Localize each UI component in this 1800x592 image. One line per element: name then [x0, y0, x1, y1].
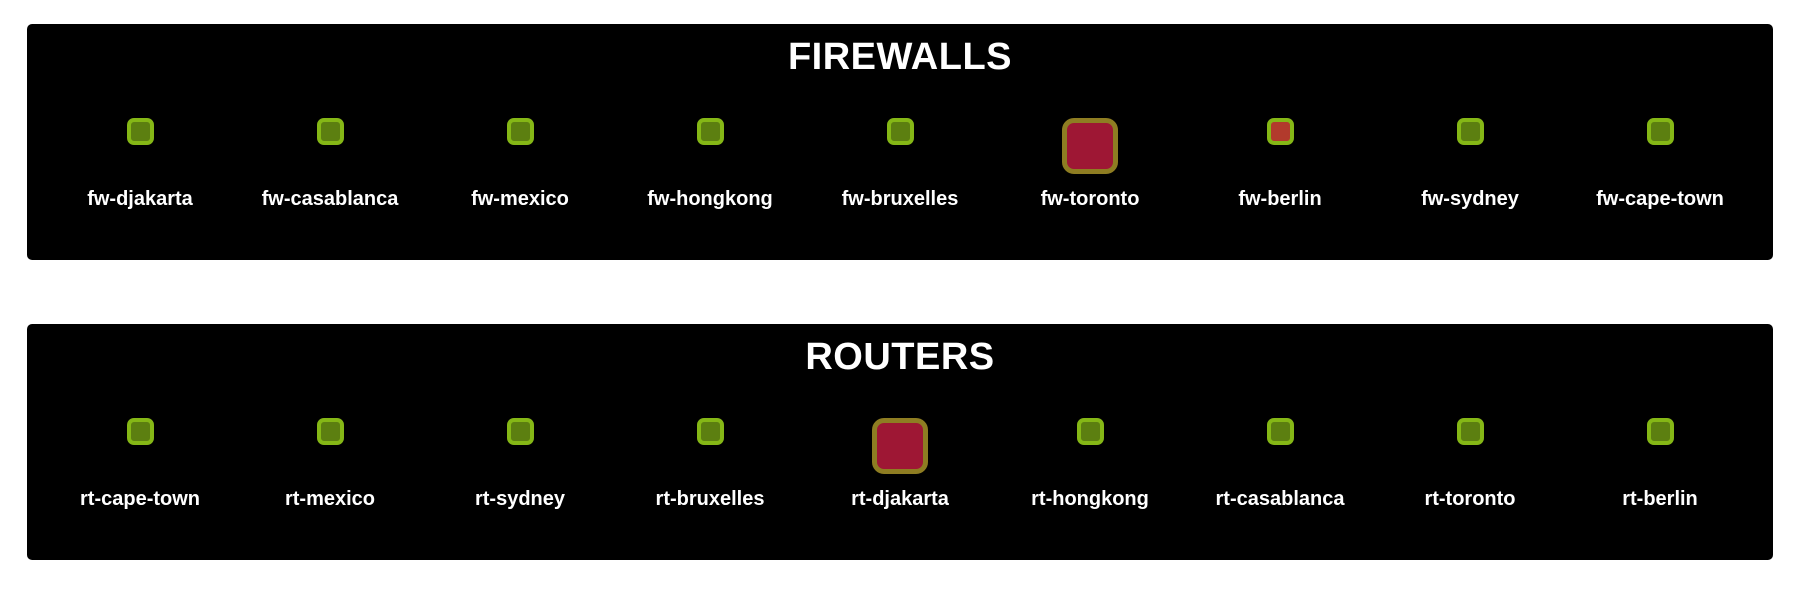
status-indicator-ok[interactable] [316, 117, 344, 145]
device-label: fw-mexico [471, 187, 569, 210]
status-indicator-ok[interactable] [1266, 417, 1294, 445]
status-indicator-ok[interactable] [1456, 117, 1484, 145]
indicator-zone [696, 417, 724, 480]
status-indicator-ok[interactable] [696, 417, 724, 445]
status-indicator-ok[interactable] [126, 117, 154, 145]
status-indicator-ok[interactable] [696, 117, 724, 145]
status-indicator-ok[interactable] [1646, 117, 1674, 145]
status-indicator-ok[interactable] [1646, 417, 1674, 445]
status-indicator-ok[interactable] [886, 117, 914, 145]
panel-firewalls: FIREWALLS fw-djakarta fw-casablanca fw-mex… [27, 24, 1773, 260]
device-item[interactable]: fw-casablanca [235, 117, 425, 211]
device-label: fw-hongkong [647, 187, 773, 210]
device-label: rt-hongkong [1031, 487, 1149, 510]
device-label: fw-casablanca [261, 187, 399, 210]
device-label: fw-berlin [1238, 187, 1322, 210]
status-indicator-ok[interactable] [1076, 417, 1104, 445]
indicator-zone [126, 117, 154, 180]
status-indicator-critical-large[interactable] [1062, 117, 1118, 174]
indicator-zone [872, 417, 928, 480]
device-item[interactable]: fw-djakarta [45, 117, 235, 211]
device-item[interactable]: fw-sydney [1375, 117, 1565, 211]
device-label: fw-bruxelles [841, 187, 959, 210]
device-label: rt-djakarta [851, 487, 949, 510]
device-label: fw-cape-town [1596, 187, 1724, 210]
device-item[interactable]: fw-bruxelles [805, 117, 995, 211]
indicator-zone [316, 117, 344, 180]
panel-title-routers: ROUTERS [805, 336, 995, 378]
device-label: fw-sydney [1421, 187, 1519, 210]
device-grid-routers: rt-cape-town rt-mexico rt-sydney rt-bruxell… [45, 417, 1755, 511]
device-item[interactable]: rt-casablanca [1185, 417, 1375, 511]
device-item[interactable]: rt-djakarta [805, 417, 995, 511]
status-indicator-ok[interactable] [506, 417, 534, 445]
device-item[interactable]: fw-cape-town [1565, 117, 1755, 211]
device-item[interactable]: rt-hongkong [995, 417, 1185, 511]
indicator-zone [1646, 117, 1674, 180]
indicator-zone [1266, 417, 1294, 480]
device-label: rt-sydney [474, 487, 566, 510]
status-indicator-ok[interactable] [1456, 417, 1484, 445]
indicator-zone [1062, 117, 1118, 180]
device-item[interactable]: rt-sydney [425, 417, 615, 511]
device-item[interactable]: rt-berlin [1565, 417, 1755, 511]
device-label: rt-berlin [1622, 487, 1698, 510]
device-item[interactable]: fw-berlin [1185, 117, 1375, 211]
indicator-zone [1266, 117, 1294, 180]
device-item[interactable]: fw-hongkong [615, 117, 805, 211]
status-indicator-critical-large[interactable] [872, 417, 928, 474]
device-grid-firewalls: fw-djakarta fw-casablanca fw-mexico fw-hong… [45, 117, 1755, 211]
device-item[interactable]: fw-toronto [995, 117, 1185, 211]
indicator-zone [316, 417, 344, 480]
device-label: fw-djakarta [87, 187, 193, 210]
device-label: rt-cape-town [80, 487, 200, 510]
status-indicator-ok[interactable] [316, 417, 344, 445]
indicator-zone [1076, 417, 1104, 480]
indicator-zone [1646, 417, 1674, 480]
indicator-zone [1456, 417, 1484, 480]
panel-title-firewalls: FIREWALLS [787, 36, 1013, 78]
device-item[interactable]: rt-toronto [1375, 417, 1565, 511]
indicator-zone [126, 417, 154, 480]
device-label: rt-toronto [1424, 487, 1516, 510]
indicator-zone [886, 117, 914, 180]
device-item[interactable]: rt-cape-town [45, 417, 235, 511]
device-label: rt-mexico [284, 487, 376, 510]
indicator-zone [1456, 117, 1484, 180]
device-label: fw-toronto [1040, 187, 1140, 210]
indicator-zone [506, 417, 534, 480]
status-indicator-ok[interactable] [506, 117, 534, 145]
device-label: rt-bruxelles [655, 487, 765, 510]
device-item[interactable]: fw-mexico [425, 117, 615, 211]
status-indicator-critical-small[interactable] [1266, 117, 1294, 145]
status-indicator-ok[interactable] [126, 417, 154, 445]
device-item[interactable]: rt-bruxelles [615, 417, 805, 511]
device-item[interactable]: rt-mexico [235, 417, 425, 511]
indicator-zone [696, 117, 724, 180]
indicator-zone [506, 117, 534, 180]
device-label: rt-casablanca [1215, 487, 1345, 510]
